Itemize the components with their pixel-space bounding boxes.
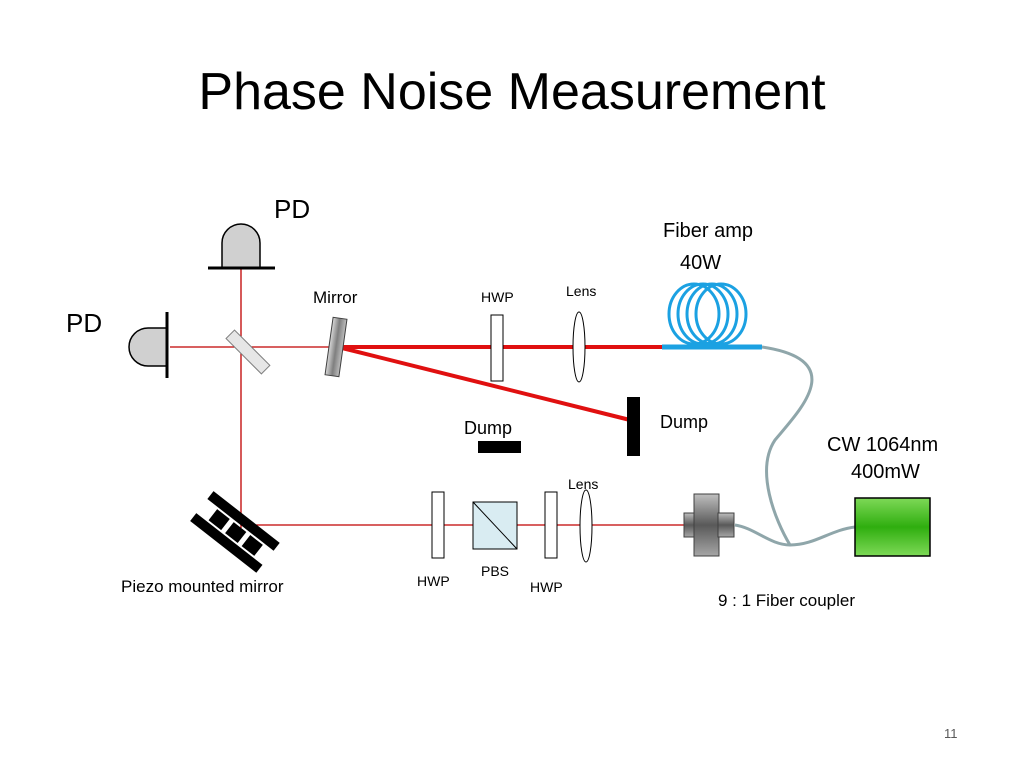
lens-top-label: Lens [566, 283, 596, 299]
lens-bottom [579, 489, 593, 563]
page-number: 11 [944, 726, 958, 741]
dump-center-label: Dump [464, 418, 512, 438]
hwp-top [490, 314, 504, 382]
fiber-laser-to-coupler [789, 525, 856, 547]
fiber-amp-label: Fiber amp [663, 220, 753, 242]
fiber-amp-to-coupler [761, 345, 814, 546]
hwp-bottom-left-label: HWP [417, 573, 450, 589]
photodiode-top [208, 223, 275, 270]
fiber-coupler-label: 9 : 1 Fiber coupler [718, 591, 855, 610]
hwp-bottom-left [431, 491, 445, 559]
dump-center [478, 441, 521, 453]
laser-label: CW 1064nm [827, 434, 938, 456]
fiber-amp [662, 282, 762, 350]
mirror-label: Mirror [313, 288, 358, 307]
dump-right-label: Dump [660, 412, 708, 432]
mirror [324, 316, 348, 378]
pbs-label: PBS [481, 563, 509, 579]
hwp-bottom-right-label: HWP [530, 579, 563, 595]
pd-top-label: PD [274, 194, 310, 224]
fiber-coupler [683, 493, 735, 557]
photodiode-left [128, 312, 169, 378]
fiber-amp-power-label: 40W [680, 252, 721, 274]
lens-top [572, 311, 586, 383]
beam-to-dump [337, 345, 631, 422]
hwp-top-label: HWP [481, 289, 514, 305]
slide-title: Phase Noise Measurement [198, 63, 826, 121]
piezo-mirror-label: Piezo mounted mirror [121, 577, 284, 596]
piezo-mounted-mirror [190, 491, 280, 573]
beam-splitter-plate [225, 329, 271, 375]
dump-right [627, 397, 640, 456]
hwp-bottom-right [544, 491, 558, 559]
lens-bottom-label: Lens [568, 476, 598, 492]
beam-paths [170, 268, 700, 528]
pd-left-label: PD [66, 308, 102, 338]
cw-laser [854, 497, 931, 557]
pbs-cube [472, 501, 518, 550]
fiber-coupler-output [734, 523, 791, 547]
laser-power-label: 400mW [851, 461, 920, 483]
